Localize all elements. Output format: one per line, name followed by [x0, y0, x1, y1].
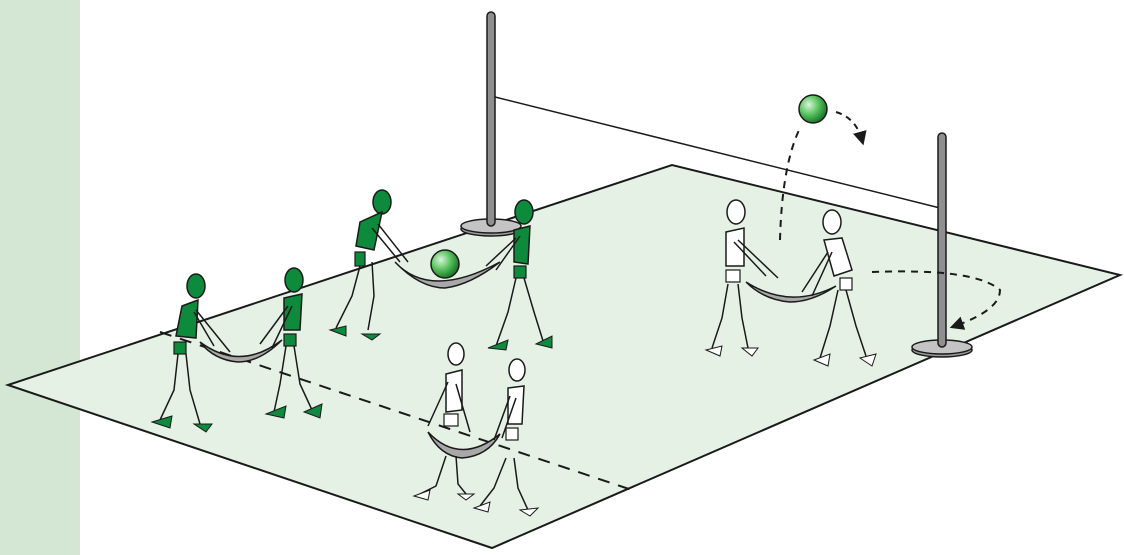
side-strip [0, 0, 80, 555]
blanket-icon [427, 431, 501, 459]
trajectory-up-line [779, 127, 801, 241]
ball-icon [430, 249, 460, 279]
trajectory-arrow-icon [835, 111, 867, 146]
net-pole-left [460, 11, 522, 237]
white-pair-right [704, 199, 877, 367]
net-pole-right [911, 132, 973, 358]
player-icon [704, 199, 779, 357]
blanket-icon [745, 281, 837, 303]
white-pair-center [412, 342, 540, 517]
player-icon [150, 273, 231, 433]
player-icon [472, 358, 540, 517]
player-icon [412, 342, 476, 501]
player-icon [485, 199, 553, 351]
green-pair-back [328, 189, 553, 351]
green-pair-left [150, 267, 323, 433]
blanket-icon [394, 261, 501, 289]
player-icon [328, 189, 409, 341]
blanket-icon [199, 339, 283, 363]
player-icon [259, 267, 323, 419]
player-icon [801, 209, 877, 367]
net-rope [490, 95, 941, 209]
ball-icon [798, 94, 828, 124]
